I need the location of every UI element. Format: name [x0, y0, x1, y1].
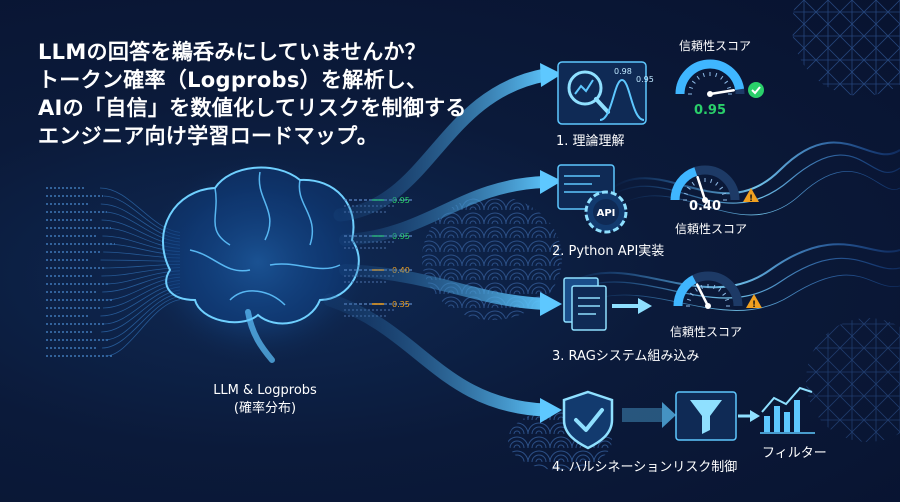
gauge-tick — [721, 192, 727, 195]
check-mark — [751, 86, 761, 95]
headline-line: LLMの回答を鵜呑みにしていませんか？ — [38, 40, 427, 64]
gauge-value: 0.40 — [689, 199, 721, 214]
gauge-hub — [707, 91, 713, 97]
gauge-tick — [691, 80, 696, 84]
pattern-decoration — [806, 318, 900, 442]
gauge-tick — [688, 86, 694, 89]
gauge-tick — [713, 284, 716, 290]
headline-line: エンジニア向け学習ロードマップ。 — [38, 124, 379, 148]
documents-icon — [563, 277, 652, 331]
gauge-hub — [702, 197, 708, 203]
brain-illustration — [138, 152, 378, 372]
flow-arrows — [323, 63, 562, 423]
filtered-chart-icon — [760, 386, 815, 434]
headline-line: AIの「自信」を数値化してリスクを制御する — [38, 96, 467, 120]
chart-value-label: 0.95 — [636, 75, 654, 84]
gauge-fill — [673, 275, 697, 307]
gauge-hub — [705, 303, 711, 309]
gauge-tick — [691, 181, 695, 186]
gauge-tick — [715, 181, 719, 186]
gauge-tick — [724, 80, 729, 84]
gauge-tick — [686, 186, 691, 190]
step-label-hallucination: 4. ハルシネーションリスク制御 — [552, 460, 738, 475]
headline-line: トークン確率（Logprobs）を解析し、 — [38, 68, 428, 92]
filter-label: フィルター — [762, 446, 827, 461]
gauge-tick — [726, 86, 732, 89]
magnifier-chart-icon — [557, 61, 647, 125]
token-probability-value: 0.95 — [392, 196, 410, 205]
chart-value-label: 0.98 — [614, 67, 632, 76]
warning-mark: ! — [752, 300, 756, 310]
brain-subtitle: (確率分布) — [233, 401, 297, 416]
gauge-tick — [715, 72, 718, 78]
headline: LLMの回答を鵜呑みにしていませんか？ トークン確率（Logprobs）を解析し… — [38, 38, 478, 150]
gauge-needle — [695, 283, 710, 308]
gauge-tick — [702, 72, 705, 78]
brain-title: LLM & Logprobs — [213, 383, 317, 398]
token-probability-value: 0.95 — [392, 232, 410, 241]
gauge-tick — [689, 292, 694, 296]
gauge-fill — [675, 59, 745, 95]
gauge-tick — [700, 284, 703, 290]
gauge-tick — [686, 298, 692, 301]
reliability-gauges: 0.95 0.40!! — [670, 59, 764, 310]
step-label-python-api: 2. Python API実装 — [552, 244, 665, 259]
warning-icon — [743, 188, 759, 202]
warning-mark: ! — [749, 194, 753, 204]
gauge-title: 信頼性スコア — [679, 39, 752, 53]
shield-check-icon — [562, 390, 614, 450]
brain-label: LLM & Logprobs (確率分布) — [180, 382, 350, 418]
gauge-title: 信頼性スコア — [670, 325, 743, 339]
gauge-needle — [708, 88, 735, 96]
gauge-tick — [719, 186, 724, 190]
check-icon — [748, 82, 764, 98]
gauge-tick — [724, 298, 730, 301]
warning-icon — [746, 294, 762, 308]
step-label-rag: 3. RAGシステム組み込み — [552, 349, 700, 364]
api-gear-icon — [557, 164, 628, 234]
gauge-tick — [718, 287, 722, 292]
gauge-tick — [720, 75, 724, 80]
gauge-title: 信頼性スコア — [675, 222, 748, 236]
api-badge-text: API — [597, 208, 616, 219]
gauge-tick — [694, 287, 698, 292]
gauge-tick — [722, 292, 727, 296]
gauge-value: 0.95 — [694, 103, 726, 118]
funnel-icon — [675, 391, 760, 441]
gauge-needle — [696, 175, 707, 202]
gauge-tick — [710, 178, 713, 184]
step-label-theory: 1. 理論理解 — [556, 134, 625, 149]
gauge-fill — [670, 167, 698, 201]
gauge-tick — [696, 75, 700, 80]
token-probability-value: 0.35 — [392, 300, 410, 309]
pattern-decoration — [792, 0, 900, 96]
dotted-flow-arrow — [622, 402, 676, 428]
gauge-tick — [683, 192, 689, 195]
